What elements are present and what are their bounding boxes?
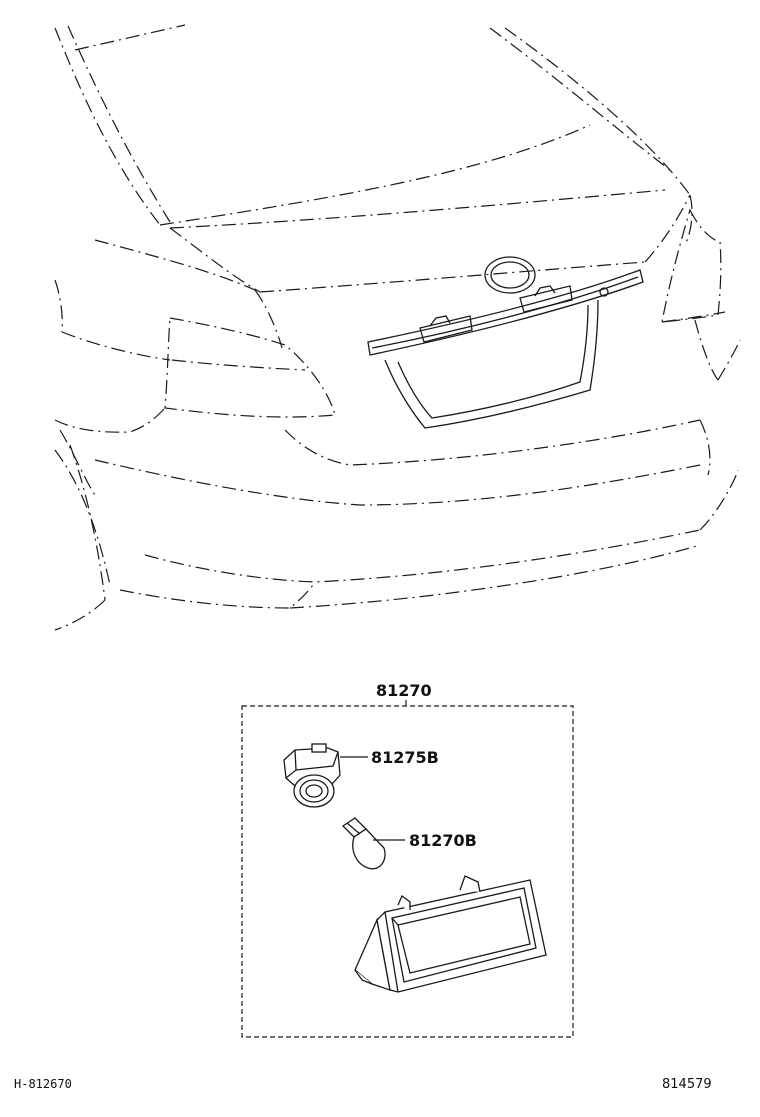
callout-socket-label: 81275B (371, 748, 439, 767)
assembly-box (241, 705, 574, 1038)
car-rear-phantom (54, 24, 741, 631)
assembly-callout: 81270 (241, 681, 574, 1038)
license-garnish (367, 256, 644, 429)
assembly-label: 81270 (376, 681, 432, 700)
socket-part (283, 743, 368, 808)
lamp-housing-part (354, 875, 547, 993)
footer-left-code: H-812670 (14, 1077, 72, 1091)
bulb-part (341, 817, 405, 870)
footer-right-code: 814579 (662, 1077, 712, 1092)
callout-bulb-label: 81270B (409, 831, 477, 850)
